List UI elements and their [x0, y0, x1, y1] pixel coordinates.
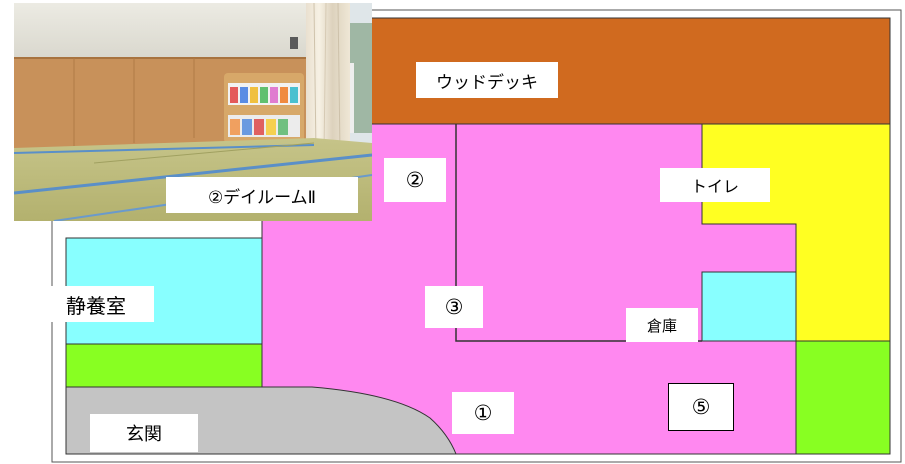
- room2-label: ②: [384, 158, 446, 202]
- toilet-label: トイレ: [660, 168, 770, 202]
- photo-caption: ②デイルームⅡ: [166, 177, 358, 213]
- entrance-label: 玄関: [90, 414, 198, 452]
- wood-deck-label: ウッドデッキ: [416, 62, 558, 98]
- room1-label: ①: [452, 392, 514, 434]
- storage-label: 倉庫: [626, 308, 698, 342]
- green-area-left: [65, 343, 263, 388]
- room3-label: ③: [425, 286, 483, 328]
- resting-room-label: 静養室: [38, 286, 154, 322]
- room5-label: ⑤: [668, 383, 734, 431]
- storage-area: [701, 271, 797, 342]
- day-room-photo-image: [14, 3, 372, 221]
- green-area-right: [795, 340, 891, 455]
- room3-wall: [455, 124, 702, 342]
- day-room-photo: ②デイルームⅡ: [14, 3, 372, 221]
